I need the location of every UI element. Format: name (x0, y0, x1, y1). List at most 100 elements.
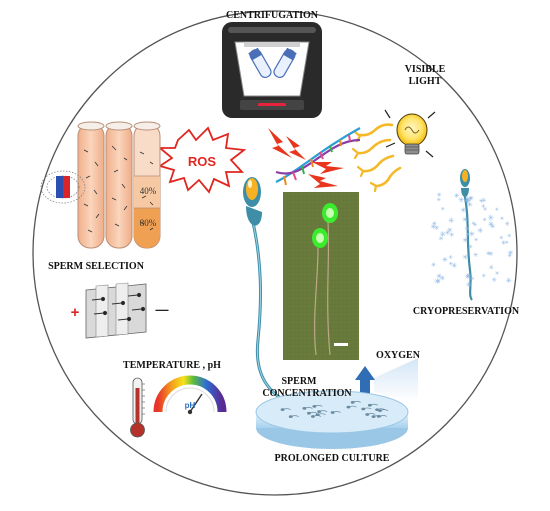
dish-sperm-head (346, 405, 351, 409)
gradient-40-label: 40% (140, 186, 157, 196)
oxygen-label: OXYGEN (376, 350, 421, 361)
oxygen-flow-icon (355, 358, 418, 402)
snowflake-icon: ✳ (469, 195, 474, 202)
light-rays (351, 123, 402, 193)
ros-starburst (157, 126, 247, 194)
snowflake-icon: ✳ (488, 250, 494, 258)
electrophoresis-positive: + (71, 304, 80, 321)
snowflake-icon: ✳ (483, 206, 488, 213)
temperature-ph-label: TEMPERATURE , pH (123, 360, 221, 371)
snowflake-icon: ✳ (439, 235, 444, 242)
electrophoresis-device (85, 282, 147, 339)
tube-3-density-gradient (133, 121, 161, 249)
snowflake-icon: ✳ (462, 215, 468, 224)
magnet-icon (40, 170, 86, 204)
cryo-sperm-illustration (460, 169, 473, 301)
snowflake-icon: ✳ (464, 195, 471, 204)
dish-sperm-head (330, 411, 335, 414)
snowflake-icon: ✳ (505, 240, 509, 246)
tube-1 (77, 121, 105, 249)
snowflake-icon: ✳ (432, 221, 437, 228)
cryopreservation-label: CRYOPRESERVATION (413, 306, 520, 317)
snowflake-icon: ✳ (468, 196, 473, 203)
snowflake-icon: ✳ (495, 207, 499, 213)
snowflake-icon: ✳ (482, 273, 487, 280)
ph-gauge-label: pH (185, 401, 196, 410)
sperm-selection-label: SPERM SELECTION (48, 261, 145, 272)
visible-light-label-line2: LIGHT (409, 76, 442, 87)
dna-helix-icon (275, 127, 361, 186)
snowflake-icon: ✳ (451, 261, 458, 270)
dish-sperm-head (378, 409, 383, 412)
snowflake-icon: ✳ (434, 277, 441, 286)
snowflake-icon: ✳ (499, 235, 504, 242)
centrifuge-illustration (222, 22, 322, 118)
dish-sperm-head (310, 415, 315, 418)
snowflake-icon: ✳ (490, 223, 495, 230)
snowflake-icon: ✳ (471, 221, 475, 227)
snowflake-icon: ✳ (436, 191, 442, 199)
snowflake-icon: ✳ (469, 230, 476, 239)
snowflake-icon: ✳ (441, 207, 445, 213)
snowflake-icon: ✳ (464, 197, 471, 206)
snowflake-icon: ✳ (481, 196, 487, 204)
snowflake-icon: ✳ (464, 225, 470, 233)
snowflake-icon: ✳ (473, 252, 478, 259)
snowflake-icon: ✳ (481, 203, 486, 210)
snowflake-icon: ✳ (469, 275, 475, 283)
snowflake-icon: ✳ (489, 263, 495, 271)
dish-sperm-head (317, 410, 322, 414)
snowflake-icon: ✳ (442, 256, 448, 264)
outer-circle (32, 10, 518, 496)
snowflake-icon: ✳ (434, 225, 439, 232)
dish-sperm-head (280, 408, 285, 411)
snowflake-icon: ✳ (488, 213, 495, 222)
snowflake-icon: ✳ (449, 262, 454, 268)
snowflake-icon: ✳ (468, 244, 472, 250)
snowflake-icon: ✳ (465, 273, 471, 281)
snowflake-icon: ✳ (482, 217, 487, 224)
snowflake-icon: ✳ (449, 231, 455, 239)
dish-sperm-head (302, 407, 307, 410)
snowflake-icon: ✳ (448, 216, 454, 225)
snowflake-icon: ✳ (447, 226, 453, 234)
lightning-bolts (268, 128, 344, 188)
snowflake-icon: ✳ (462, 236, 468, 244)
prolonged-culture-label: PROLONGED CULTURE (275, 453, 390, 464)
tube-2 (105, 121, 133, 249)
snowflake-icon: ✳ (488, 220, 495, 229)
snowflake-icon: ✳ (465, 232, 470, 239)
visible-light-label-line1: VISIBLE (405, 64, 446, 75)
snowflake-icon: ✳ (491, 276, 497, 284)
centrifugation-label: CENTRIFUGATION (226, 10, 319, 21)
ph-gauge-icon (153, 375, 227, 415)
light-bulb-icon (384, 109, 436, 158)
snowflake-icon: ✳ (473, 221, 478, 228)
snowflake-icon: ✳ (454, 192, 460, 200)
snowflake-icon: ✳ (431, 262, 436, 269)
dish-sperm-head (361, 407, 366, 411)
scale-bar (334, 343, 348, 346)
large-sperm-illustration (243, 177, 300, 410)
fluorescence-micrograph (283, 192, 359, 360)
snowflake-icon: ✳ (474, 236, 479, 243)
electrophoresis-negative: — (156, 302, 169, 317)
dish-sperm-head (350, 400, 355, 404)
dish-sperm-head (307, 411, 311, 415)
snowflake-icon: ✳ (507, 232, 512, 239)
snowflake-icon: ✳ (495, 271, 500, 277)
snowflake-icon: ✳ (505, 221, 510, 228)
snowflake-icon: ✳ (466, 272, 472, 280)
snowflake-icon: ✳ (431, 223, 437, 231)
gradient-80-label: 80% (140, 218, 157, 228)
thermometer-icon (130, 377, 145, 438)
snowflake-icon: ✳ (506, 276, 513, 285)
snowflake-icon: ✳ (466, 280, 473, 289)
snowflake-icon: ✳ (448, 254, 453, 261)
tube-sperm-dots (83, 145, 154, 233)
snowflake-icon: ✳ (439, 274, 445, 282)
culture-dish (255, 390, 409, 449)
snowflake-icon: ✳ (477, 226, 483, 235)
ros-label: ROS (188, 154, 217, 169)
